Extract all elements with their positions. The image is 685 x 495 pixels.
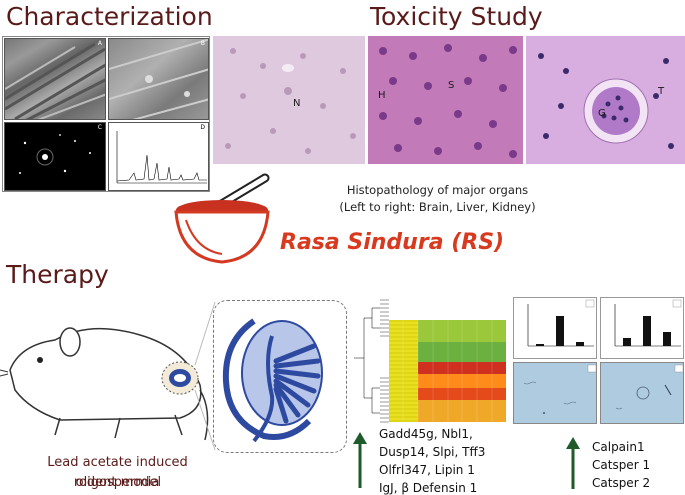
- up-arrow-icon-2: [566, 437, 580, 489]
- histopathology-caption: Histopathology of major organs: [346, 183, 529, 197]
- gene-list-line2: Dusp14, Slpi, Tff3: [379, 445, 486, 459]
- bar-chart-panel-1: [513, 297, 597, 359]
- testis-icon: [222, 318, 323, 443]
- gene-list-line4: IgJ, β Defensin 1: [379, 481, 478, 495]
- testis-zoom-panel: [213, 300, 347, 453]
- brain-label-n: N: [293, 98, 301, 109]
- model-description-line1: Lead acetate induced oligospermia: [47, 455, 188, 490]
- protein-list-line3: Catsper 2: [592, 476, 651, 490]
- model-description-line2: rodent model: [73, 475, 162, 490]
- liver-label-s: S: [448, 80, 455, 91]
- dendrogram: [354, 299, 389, 423]
- sem-image-a: A: [4, 38, 106, 120]
- sperm-micrograph-2: [600, 362, 684, 424]
- gene-expression-heatmap: [389, 292, 506, 425]
- rasa-sindura-title: Rasa Sindura (RS): [280, 230, 505, 255]
- panel-label-d: D: [200, 124, 205, 131]
- characterization-figure: A B C D: [2, 36, 210, 192]
- panel-label-b: B: [200, 40, 205, 47]
- kidney-label-t: T: [658, 86, 665, 97]
- bar-chart-panel-2: [600, 297, 684, 359]
- kidney-histology: G T: [526, 36, 685, 164]
- characterization-heading: Characterization: [6, 2, 213, 31]
- diffraction-pattern-c: C: [4, 122, 106, 191]
- toxicity-study-heading: Toxicity Study: [370, 2, 543, 31]
- liver-label-h: H: [378, 90, 386, 101]
- kidney-label-g: G: [598, 108, 606, 119]
- panel-label-c: C: [97, 124, 102, 131]
- up-arrow-icon: [353, 432, 367, 488]
- histopathology-caption-detail: (Left to right: Brain, Liver, Kidney): [339, 200, 536, 214]
- gene-list-line1: Gadd45g, Nbl1,: [379, 427, 473, 441]
- therapy-heading: Therapy: [6, 260, 109, 289]
- protein-list-line1: Calpain1: [592, 440, 645, 454]
- liver-histology: H S: [368, 36, 523, 164]
- panel-label-a: A: [97, 40, 102, 47]
- brain-histology: N: [213, 36, 365, 164]
- zoom-lines: [194, 301, 216, 450]
- mortar-pestle-icon: [174, 173, 270, 264]
- sem-image-b: B: [108, 38, 209, 120]
- gene-list-line3: Olfrl347, Lipin 1: [379, 463, 475, 477]
- protein-list-line2: Catsper 1: [592, 458, 651, 472]
- xrd-plot-d: D: [108, 122, 209, 191]
- rat-illustration: [0, 327, 209, 441]
- sperm-micrograph-1: [513, 362, 597, 424]
